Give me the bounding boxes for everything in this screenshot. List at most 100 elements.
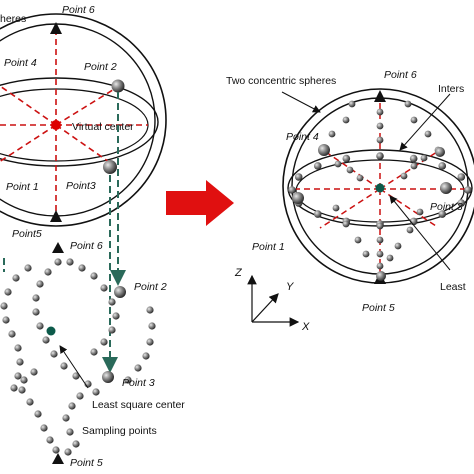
sampling-point bbox=[16, 358, 24, 366]
teal-down-arrows bbox=[3, 92, 126, 373]
intersect-pointer bbox=[399, 93, 451, 151]
sampling-point bbox=[100, 338, 108, 346]
sampling-point bbox=[146, 306, 154, 314]
sampling-point bbox=[457, 173, 466, 181]
virtual-center-dot bbox=[51, 120, 61, 130]
sampling-point bbox=[66, 258, 74, 266]
least-square-center-dot bbox=[46, 326, 56, 336]
right-top-pole-marker bbox=[374, 90, 386, 102]
label-point6-lower: Point 6 bbox=[70, 240, 103, 252]
sampling-point bbox=[400, 172, 408, 180]
concentric-pointer bbox=[281, 91, 321, 113]
sampling-point bbox=[90, 348, 98, 356]
label-point6-top: Point 6 bbox=[62, 4, 95, 16]
left-sampling-points: Point 6 Point 2 Point 3 Least square cen… bbox=[0, 240, 185, 469]
label-point4-left: Point 4 bbox=[4, 57, 37, 69]
sampling-point bbox=[142, 352, 150, 360]
sampling-point bbox=[24, 264, 32, 272]
sampling-point bbox=[354, 236, 362, 244]
sampling-point bbox=[12, 274, 20, 282]
sampling-point bbox=[26, 398, 34, 406]
left-point3-ball bbox=[103, 160, 117, 174]
sampling-point bbox=[72, 440, 80, 448]
sampling-point bbox=[50, 350, 58, 358]
sampling-point bbox=[14, 344, 22, 352]
sampling-point bbox=[52, 446, 60, 454]
sampling-point bbox=[438, 210, 447, 218]
label-right-point4: Point 4 bbox=[286, 131, 319, 143]
sampling-point bbox=[30, 368, 38, 376]
sampling-point bbox=[406, 226, 414, 234]
left-point2-ball bbox=[111, 79, 125, 93]
sampling-point bbox=[112, 312, 120, 320]
label-point1-left: Point 1 bbox=[6, 181, 39, 193]
least-pointer bbox=[389, 195, 451, 271]
sampling-point bbox=[346, 166, 354, 174]
left-outer-circle bbox=[0, 13, 167, 227]
sampling-point bbox=[14, 372, 22, 380]
sampling-point bbox=[313, 210, 322, 218]
sampling-point bbox=[438, 162, 447, 170]
key-point-ball bbox=[435, 147, 445, 157]
key-point-ball bbox=[440, 182, 452, 194]
label-point3-lower: Point 3 bbox=[122, 377, 155, 389]
sampling-point bbox=[62, 414, 70, 422]
label-two-concentric-spheres: Two concentric spheres bbox=[226, 75, 336, 87]
sampling-point bbox=[4, 288, 12, 296]
sampling-point bbox=[457, 199, 466, 207]
left-sphere-group: heres Point 6 Point 4 Point 2 Virtual ce… bbox=[0, 4, 167, 240]
sampling-point bbox=[60, 362, 68, 370]
sampling-point bbox=[54, 258, 62, 266]
axis-y-line bbox=[251, 293, 279, 323]
left-bottom-pole-marker bbox=[50, 210, 62, 222]
label-virtual-center: Virtual center bbox=[72, 121, 134, 133]
sampling-point bbox=[420, 154, 428, 162]
sampling-point bbox=[410, 162, 418, 170]
sampling-point bbox=[342, 116, 350, 124]
sampling-point bbox=[92, 388, 100, 396]
least-square-pointer bbox=[59, 345, 89, 389]
sampling-point bbox=[20, 376, 28, 384]
sampling-point bbox=[376, 250, 384, 258]
label-right-point1: Point 1 bbox=[252, 241, 285, 253]
sampling-point bbox=[34, 410, 42, 418]
label-point2-left: Point 2 bbox=[84, 61, 117, 73]
sampling-point bbox=[386, 254, 394, 262]
label-least-square-center: Least square center bbox=[92, 399, 185, 411]
sampling-point bbox=[464, 186, 472, 194]
label-point2-lower: Point 2 bbox=[134, 281, 167, 293]
sampling-point bbox=[409, 154, 418, 163]
sampling-point bbox=[124, 376, 132, 384]
sampling-point bbox=[108, 326, 116, 334]
sampling-point bbox=[362, 250, 370, 258]
sampling-point bbox=[66, 428, 74, 436]
sampling-point bbox=[376, 136, 384, 144]
sampling-point bbox=[0, 302, 8, 310]
sampling-point bbox=[10, 384, 18, 392]
label-least-clipped: Least bbox=[440, 281, 466, 293]
label-right-point3: Point 3 bbox=[430, 201, 463, 213]
left-dashed-spokes bbox=[0, 30, 148, 212]
sampling-point bbox=[332, 204, 340, 212]
sampling-point bbox=[334, 160, 342, 168]
label-point5-lower: Point 5 bbox=[70, 457, 103, 469]
sampling-point bbox=[78, 264, 86, 272]
sampling-point bbox=[410, 116, 418, 124]
sampling-point bbox=[42, 336, 50, 344]
sampling-point bbox=[376, 108, 384, 116]
left-top-pole-marker bbox=[50, 22, 62, 34]
label-right-point5: Point 5 bbox=[362, 302, 395, 314]
sampling-point bbox=[68, 402, 76, 410]
sampling-point bbox=[146, 338, 154, 346]
sampling-point bbox=[64, 448, 72, 456]
axis-x-label: X bbox=[301, 321, 310, 333]
sampling-point bbox=[2, 316, 10, 324]
key-point-ball bbox=[376, 271, 386, 281]
label-point3-left: Point3 bbox=[66, 180, 96, 192]
axis-y-label: Y bbox=[286, 281, 294, 293]
sampling-point bbox=[376, 236, 384, 244]
sampling-point bbox=[36, 322, 44, 330]
key-point-ball bbox=[292, 192, 304, 204]
sampling-point bbox=[134, 364, 142, 372]
